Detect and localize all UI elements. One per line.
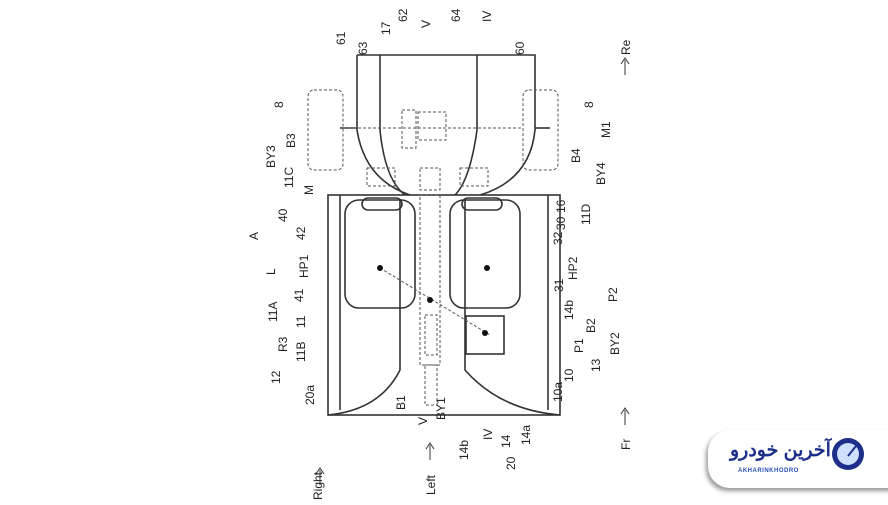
label: Fr — [619, 439, 633, 450]
label: B1 — [394, 395, 408, 410]
logo-english-text: AKHARINKHODRO — [738, 468, 799, 474]
label: 42 — [294, 226, 308, 240]
label: BY3 — [264, 145, 278, 168]
label: 11D — [579, 204, 593, 225]
label: P2 — [606, 287, 620, 302]
label: 20 — [504, 456, 518, 470]
vehicle-outline — [327, 54, 561, 416]
label: 30 — [554, 216, 568, 230]
label: BY1 — [434, 397, 448, 420]
label: IV — [480, 11, 494, 22]
label: BY2 — [608, 332, 622, 355]
label: B2 — [584, 318, 598, 333]
label: 62 — [396, 8, 410, 22]
label: L — [264, 268, 278, 275]
label: 10a — [551, 382, 565, 402]
label: 8 — [272, 101, 286, 108]
label: 11 — [294, 315, 308, 328]
label: 11B — [294, 342, 308, 362]
label: V — [419, 20, 433, 28]
reference-points — [377, 265, 490, 336]
label: 14 — [499, 434, 513, 448]
label: 20a — [303, 385, 317, 405]
logo-persian-text: آخرین خودرو — [730, 440, 831, 461]
label: 14a — [519, 425, 533, 445]
akharinkhodro-logo[interactable]: آخرین خودرو AKHARINKHODRO — [708, 430, 888, 488]
label: Left — [424, 474, 438, 495]
label: 64 — [449, 8, 463, 22]
label: M1 — [599, 121, 613, 138]
label: 60 — [513, 41, 527, 55]
label: 41 — [292, 288, 306, 302]
label: A — [247, 232, 261, 240]
label: IV — [481, 429, 495, 440]
label: Right — [311, 471, 325, 500]
label: 63 — [356, 41, 370, 55]
label: 16 — [554, 199, 568, 213]
label: 40 — [276, 208, 290, 222]
label: B3 — [284, 133, 298, 148]
arrows — [315, 57, 630, 485]
label: BY4 — [594, 162, 608, 185]
label: 14b — [562, 300, 576, 320]
label: R3 — [276, 336, 290, 352]
label: 8 — [582, 101, 596, 108]
label: 13 — [589, 358, 603, 372]
label: Re — [619, 39, 633, 55]
gauge-gear-icon — [832, 438, 864, 470]
label: 61 — [334, 31, 348, 45]
label: V — [416, 417, 430, 425]
hidden-lines — [307, 89, 559, 406]
label: B4 — [569, 148, 583, 163]
label: 11C — [282, 167, 296, 188]
label: HP2 — [566, 256, 580, 280]
label: 17 — [379, 21, 393, 35]
label: P1 — [572, 338, 586, 353]
reference-labels: 63 17 62 V 64 IV 61 60 Re 8 8 B3 BY3 11C… — [247, 8, 633, 500]
label: 32 — [551, 231, 565, 245]
label: HP1 — [297, 254, 311, 278]
label: 31 — [552, 278, 566, 292]
label: 11A — [266, 302, 280, 322]
label: 10 — [562, 368, 576, 382]
label: 14b — [457, 440, 471, 460]
label: 12 — [269, 370, 283, 384]
label: M — [302, 185, 316, 195]
